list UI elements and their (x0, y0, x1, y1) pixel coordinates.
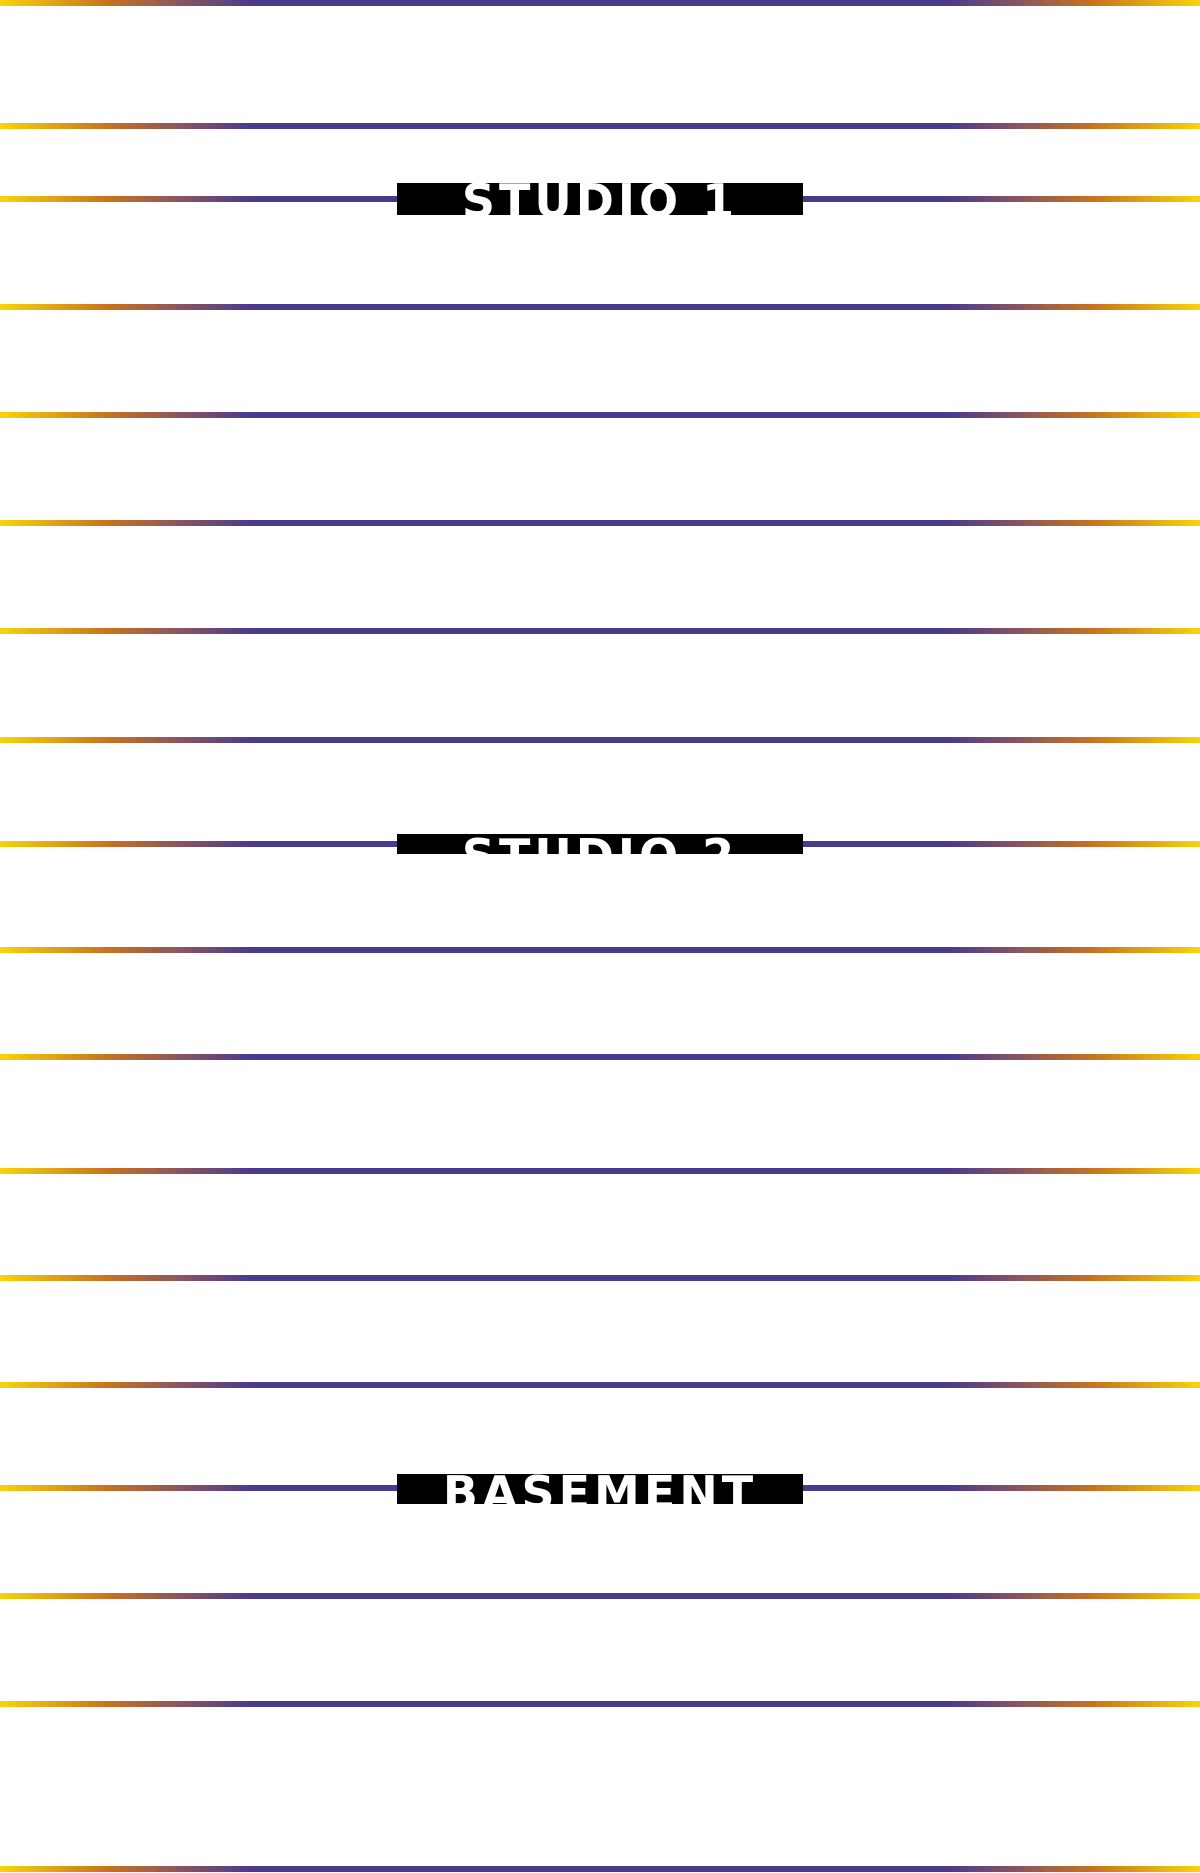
stripe (0, 947, 1200, 953)
section-label-basement[interactable]: BASEMENT (397, 1474, 803, 1504)
stripe (0, 1701, 1200, 1707)
stripe (0, 1168, 1200, 1174)
stripe (0, 1593, 1200, 1599)
section-label-text: BASEMENT (442, 1474, 758, 1504)
stripe (0, 0, 1200, 6)
stripe (0, 304, 1200, 310)
stripe (0, 412, 1200, 418)
stripe (0, 1866, 1200, 1872)
stripe (0, 737, 1200, 743)
stripe (0, 1054, 1200, 1060)
stripe (0, 1382, 1200, 1388)
stripe (0, 520, 1200, 526)
stripe (0, 1275, 1200, 1281)
section-label-text: STUDIO 1 (461, 183, 739, 215)
section-label-text: STUDIO 2 (462, 834, 738, 854)
section-label-studio-1[interactable]: STUDIO 1 (397, 183, 803, 215)
stripe (0, 123, 1200, 129)
stripe (0, 628, 1200, 634)
section-label-studio-2[interactable]: STUDIO 2 (397, 834, 803, 854)
